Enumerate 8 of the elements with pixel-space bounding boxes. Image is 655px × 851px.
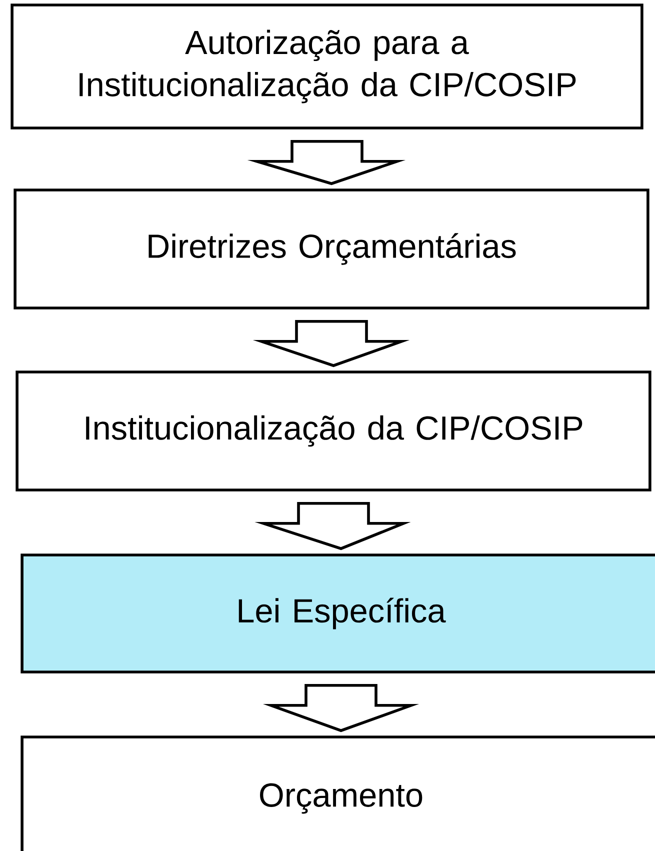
process-box: Institucionalização da CIP/COSIP [16, 370, 652, 492]
block-arrow [262, 684, 420, 732]
process-box: Autorização para a Institucionalização da CIP/COSIP [10, 4, 644, 130]
process-box: Lei Específica [20, 554, 655, 674]
process-box: Diretrizes Orçamentárias [14, 188, 650, 310]
block-arrow [252, 320, 410, 368]
block-arrow [254, 502, 411, 550]
process-box: Orçamento [20, 736, 655, 851]
